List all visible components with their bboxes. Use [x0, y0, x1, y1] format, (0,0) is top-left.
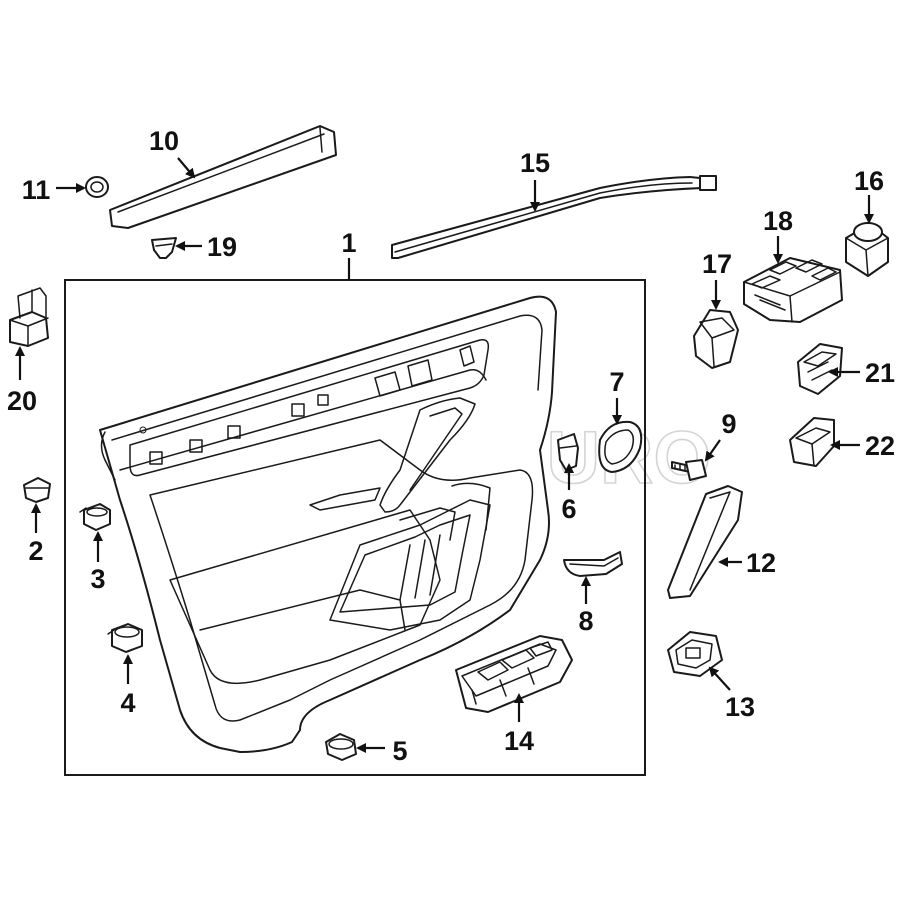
- callout-13: 13: [725, 692, 755, 722]
- callout-4: 4: [120, 688, 135, 718]
- callout-20: 20: [7, 386, 37, 416]
- callout-6: 6: [561, 494, 576, 524]
- callout-2: 2: [28, 536, 43, 566]
- callout-14: 14: [504, 726, 534, 756]
- part-17-switch: [693, 309, 739, 369]
- part-3-fastener: [79, 503, 111, 531]
- part-5-fastener: [325, 733, 357, 761]
- door-trim-panel: [99, 295, 557, 753]
- part-20-bracket: [9, 287, 49, 347]
- leader-lines: [15, 157, 874, 753]
- callout-17: 17: [702, 249, 732, 279]
- part-6-clip: [557, 433, 579, 471]
- callout-labels: 1 2 3 4 5 6 7 8 9 10 11 12 13 14 15 16 1…: [7, 126, 895, 766]
- part-10-upper-trim-strip: [109, 125, 337, 229]
- part-16-knob: [845, 222, 889, 277]
- part-11-cap: [85, 176, 109, 198]
- part-15-window-seal: [391, 175, 717, 259]
- part-8-clip: [563, 551, 623, 577]
- part-13-switch-bezel: [667, 631, 723, 677]
- part-21-switch: [797, 343, 843, 395]
- part-18-switch-block: [743, 257, 843, 323]
- callout-1: 1: [341, 228, 356, 258]
- callout-11: 11: [22, 175, 51, 205]
- callout-10-leader: [177, 157, 196, 179]
- callout-7: 7: [609, 367, 624, 397]
- door-panel-frame: [64, 279, 646, 776]
- callout-10: 10: [149, 126, 179, 156]
- callout-12: 12: [746, 548, 776, 578]
- callout-13-leader: [708, 666, 731, 691]
- part-2-clip: [23, 477, 51, 503]
- callout-9: 9: [721, 409, 736, 439]
- callout-8: 8: [578, 606, 593, 636]
- callout-3: 3: [90, 564, 105, 594]
- callout-18: 18: [763, 206, 793, 236]
- callout-15: 15: [520, 148, 550, 178]
- callout-22: 22: [865, 431, 895, 461]
- part-19-clip: [151, 237, 177, 259]
- part-22-switch: [789, 417, 835, 467]
- part-9-screw: [671, 459, 707, 481]
- part-4-fastener: [107, 623, 143, 653]
- callout-9-leader: [704, 439, 721, 462]
- callout-19: 19: [207, 232, 237, 262]
- callout-16: 16: [854, 166, 884, 196]
- callout-5: 5: [392, 736, 407, 766]
- part-14-switch-panel: [455, 635, 573, 713]
- callout-21: 21: [865, 358, 895, 388]
- part-12-trim-strip: [667, 485, 743, 599]
